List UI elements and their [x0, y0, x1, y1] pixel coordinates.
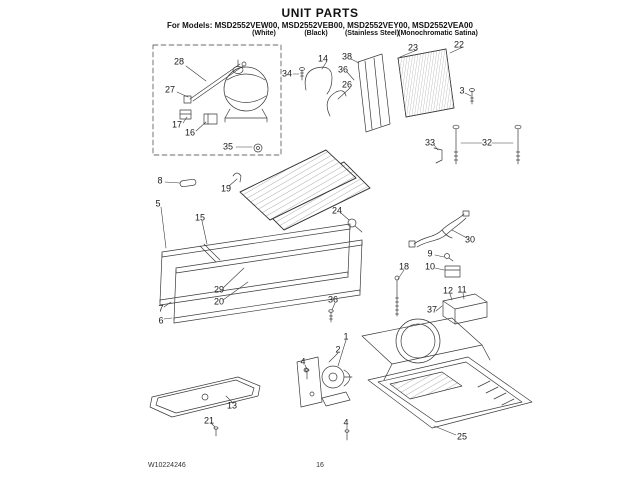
grommet-drawing	[253, 143, 263, 153]
leader-lines	[160, 46, 514, 436]
part-callout-18: 18	[398, 261, 410, 272]
part-callout-4: 4	[300, 356, 306, 367]
evaporator-drawing	[239, 149, 371, 231]
part-callout-30: 30	[464, 234, 476, 245]
page-title: UNIT PARTS	[281, 6, 359, 20]
part-callout-28: 28	[173, 56, 185, 67]
part-callout-29: 29	[213, 284, 225, 295]
finish-label-2: (Stainless Steel)	[344, 30, 400, 37]
part-callout-27: 27	[164, 84, 176, 95]
part-callout-4: 4	[343, 417, 349, 428]
clamp-24-drawing	[347, 218, 363, 233]
tube-26-drawing	[326, 90, 347, 117]
clip-9-drawing	[444, 253, 454, 262]
drain-pan-drawing	[149, 376, 261, 437]
part-callout-35: 35	[222, 141, 234, 152]
screw-34-drawing	[299, 67, 305, 81]
part-callout-12: 12	[442, 285, 454, 296]
part-callout-38: 38	[341, 51, 353, 62]
part-callout-36: 36	[327, 294, 339, 305]
part-callout-7: 7	[158, 303, 164, 314]
clip-19-drawing	[232, 172, 242, 183]
heater-tube-drawing	[183, 61, 247, 104]
part-callout-14: 14	[317, 53, 329, 64]
finish-label-3: (Monochromatic Satina)	[398, 30, 478, 37]
models-line: For Models: MSD2552VEW00, MSD2552VEB00, …	[167, 21, 473, 30]
part-callout-22: 22	[453, 39, 465, 50]
part-callout-10: 10	[424, 261, 436, 272]
part-callout-33: 33	[424, 137, 436, 148]
part-callout-2: 2	[335, 344, 341, 355]
condenser-drawing	[397, 48, 455, 118]
tube-14-drawing	[304, 66, 333, 95]
part-callout-16: 16	[184, 127, 196, 138]
finish-label-0: (White)	[252, 30, 276, 37]
part-callout-34: 34	[281, 68, 293, 79]
threaded-rod-drawing	[394, 275, 400, 317]
part-callout-20: 20	[213, 296, 225, 307]
compressor-kit-dashed-box	[152, 44, 282, 156]
part-callout-15: 15	[194, 212, 206, 223]
part-callout-17: 17	[171, 119, 183, 130]
part-callout-24: 24	[331, 205, 343, 216]
finish-label-1: (Black)	[304, 30, 328, 37]
page-number: 16	[316, 462, 324, 469]
wire-harness-drawing	[408, 210, 470, 248]
part-callout-5: 5	[155, 198, 161, 209]
side-panel-drawing	[357, 53, 391, 133]
part-callout-8: 8	[157, 175, 163, 186]
clip-33-drawing	[433, 147, 443, 164]
part-callout-11: 11	[457, 284, 467, 295]
part-callout-9: 9	[427, 248, 433, 259]
screw-3-drawing	[469, 88, 475, 105]
part-callout-26: 26	[341, 79, 353, 90]
frame-rails-drawing	[159, 223, 363, 324]
bracket-8-drawing	[179, 178, 197, 188]
base-frame-drawing	[361, 317, 533, 429]
part-callout-3: 3	[459, 85, 465, 96]
part-callout-36: 36	[337, 64, 349, 75]
bolt-pair-drawing	[452, 124, 522, 165]
compressor-drawing	[223, 59, 269, 123]
part-callout-25: 25	[456, 431, 468, 442]
part-callout-23: 23	[407, 42, 419, 53]
module-10-drawing	[444, 265, 461, 278]
part-callout-37: 37	[426, 304, 438, 315]
screw-36-drawing	[328, 309, 334, 323]
part-callout-19: 19	[220, 183, 232, 194]
part-callout-21: 21	[203, 415, 215, 426]
part-callout-13: 13	[226, 400, 238, 411]
document-number: W10224246	[148, 462, 186, 469]
part-callout-1: 1	[343, 331, 349, 342]
fan-assembly-drawing	[296, 356, 353, 408]
part-callout-6: 6	[158, 315, 164, 326]
part-callout-32: 32	[481, 137, 493, 148]
